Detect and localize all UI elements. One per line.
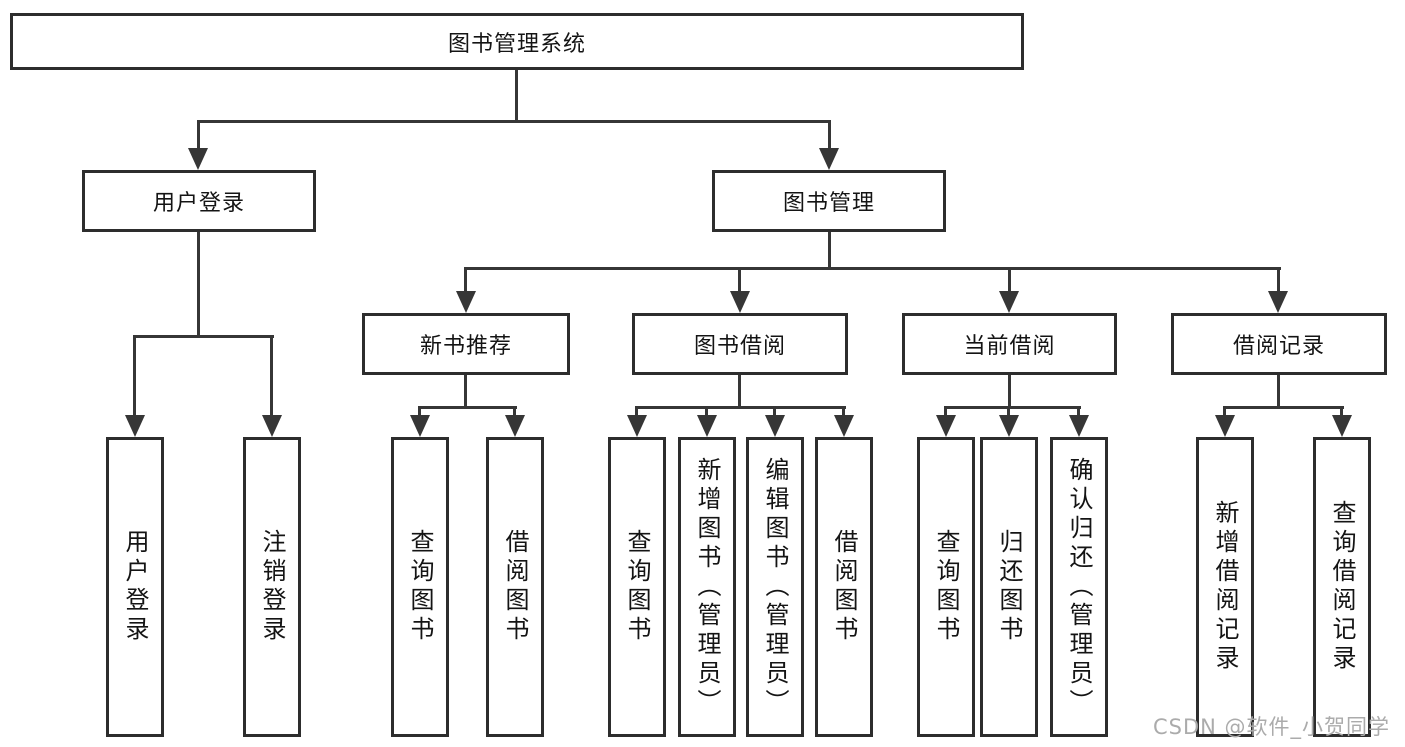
connector-line: [828, 232, 831, 269]
arrow-down-icon: [456, 291, 476, 313]
arrow-down-icon: [410, 415, 430, 437]
connector-line: [705, 406, 708, 418]
arrow-down-icon: [819, 148, 839, 170]
csdn-watermark: CSDN @软件_小贺同学: [1153, 715, 1391, 739]
connector-line: [197, 120, 200, 153]
arrow-down-icon: [936, 415, 956, 437]
connector-line: [1223, 406, 1344, 409]
connector-line: [738, 267, 741, 293]
node-book-borrowing: 图书借阅: [632, 313, 848, 375]
node-book-management: 图书管理: [712, 170, 946, 232]
connector-line: [1077, 406, 1080, 418]
connector-line: [842, 406, 845, 418]
arrow-down-icon: [765, 415, 785, 437]
node-logout-leaf: 注销登录: [243, 437, 301, 737]
node-edit-books-admin: 编辑图书（管理员）: [746, 437, 804, 737]
connector-line: [828, 120, 831, 153]
connector-line: [418, 406, 517, 409]
connector-line: [1277, 373, 1280, 408]
connector-line: [197, 120, 831, 123]
node-borrowing-records: 借阅记录: [1171, 313, 1387, 375]
connector-line: [1008, 267, 1011, 293]
arrow-down-icon: [730, 291, 750, 313]
node-query-borrow-record: 查询借阅记录: [1313, 437, 1371, 737]
connector-line: [133, 335, 136, 417]
connector-line: [464, 267, 1281, 270]
connector-line: [513, 406, 516, 418]
node-user-login-branch: 用户登录: [82, 170, 316, 232]
arrow-down-icon: [188, 148, 208, 170]
node-confirm-return-admin: 确认归还（管理员）: [1050, 437, 1108, 737]
connector-line: [1008, 373, 1011, 408]
connector-line: [773, 406, 776, 418]
arrow-down-icon: [1268, 291, 1288, 313]
arrow-down-icon: [1332, 415, 1352, 437]
node-query-books-borrow: 查询图书: [608, 437, 666, 737]
node-query-books-newrec: 查询图书: [391, 437, 449, 737]
connector-line: [738, 373, 741, 408]
connector-line: [464, 373, 467, 408]
node-user-login-leaf: 用户登录: [106, 437, 164, 737]
connector-line: [1340, 406, 1343, 418]
arrow-down-icon: [125, 415, 145, 437]
connector-line: [1277, 267, 1280, 293]
node-new-book-recommend: 新书推荐: [362, 313, 570, 375]
node-borrow-books-leaf: 借阅图书: [815, 437, 873, 737]
arrow-down-icon: [834, 415, 854, 437]
node-query-books-current: 查询图书: [917, 437, 975, 737]
connector-line: [270, 335, 273, 417]
arrow-down-icon: [999, 291, 1019, 313]
connector-line: [464, 267, 467, 293]
node-add-books-admin: 新增图书（管理员）: [678, 437, 736, 737]
connector-line: [133, 335, 274, 338]
arrow-down-icon: [627, 415, 647, 437]
arrow-down-icon: [999, 415, 1019, 437]
connector-line: [418, 406, 421, 418]
node-library-system-root: 图书管理系统: [10, 13, 1024, 70]
connector-line: [944, 406, 1081, 409]
node-add-borrow-record: 新增借阅记录: [1196, 437, 1254, 737]
connector-line: [944, 406, 947, 418]
connector-line: [1223, 406, 1226, 418]
connector-line: [635, 406, 846, 409]
connector-line: [1007, 406, 1010, 418]
arrow-down-icon: [262, 415, 282, 437]
node-borrow-books-newrec: 借阅图书: [486, 437, 544, 737]
arrow-down-icon: [1069, 415, 1089, 437]
connector-line: [635, 406, 638, 418]
arrow-down-icon: [505, 415, 525, 437]
connector-line: [197, 232, 200, 335]
node-return-books: 归还图书: [980, 437, 1038, 737]
arrow-down-icon: [1215, 415, 1235, 437]
node-current-borrowing: 当前借阅: [902, 313, 1117, 375]
arrow-down-icon: [697, 415, 717, 437]
connector-line: [515, 70, 518, 120]
